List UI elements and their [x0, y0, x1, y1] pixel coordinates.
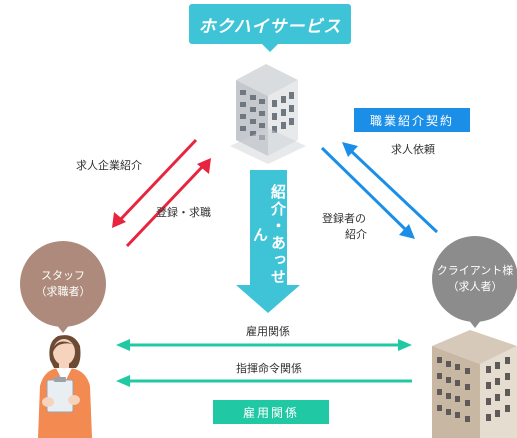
staff-bubble-pointer — [56, 324, 70, 333]
bottom-arrows — [116, 339, 412, 387]
client-bubble-pointer — [468, 319, 482, 328]
client-bubble-subtitle: （求人者） — [447, 280, 503, 293]
registrant-intro-label-2: 紹介 — [345, 228, 367, 241]
staff-bubble: スタッフ （求職者） — [20, 241, 106, 327]
job-request-label: 求人依頼 — [391, 143, 435, 156]
office-building-icon — [230, 64, 306, 164]
registrant-intro-label-1: 登録者の — [322, 212, 366, 225]
client-bubble: クライアント様 （求人者） — [432, 236, 517, 322]
employment-relation-tag: 雇用関係 — [213, 400, 329, 424]
staff-woman-icon — [38, 335, 92, 438]
introduction-label: 紹介・あっせん — [251, 184, 287, 286]
employment-relation-label: 雇用関係 — [246, 325, 290, 338]
company-building-icon — [432, 330, 517, 438]
brand-label: ホクハイサービス — [189, 4, 351, 44]
brand-label-pointer — [262, 44, 278, 52]
command-relation-label: 指揮命令関係 — [236, 362, 302, 375]
center-arrow — [236, 170, 300, 313]
staff-bubble-title: スタッフ — [41, 269, 85, 282]
left-arrows — [112, 138, 211, 248]
registration-label: 登録・求職 — [156, 206, 211, 219]
staff-bubble-subtitle: （求職者） — [35, 285, 91, 298]
placement-contract-tag: 職業紹介契約 — [354, 108, 470, 132]
right-arrows — [320, 142, 439, 239]
client-bubble-title: クライアント様 — [436, 264, 514, 277]
job-company-intro-label: 求人企業紹介 — [76, 159, 142, 172]
